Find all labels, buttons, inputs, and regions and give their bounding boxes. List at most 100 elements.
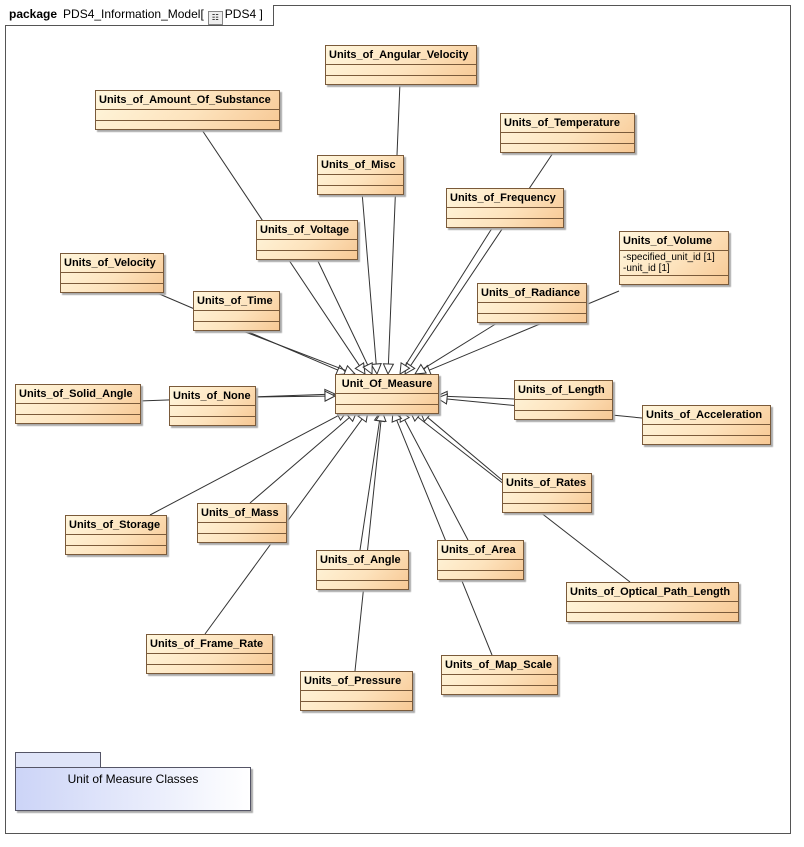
class-attributes: [318, 175, 403, 186]
class-attributes: [447, 208, 563, 219]
class-attributes: [16, 404, 140, 415]
class-unit-of-measure[interactable]: Unit_Of_Measure: [335, 374, 439, 414]
generalization-arrowhead-icon: [354, 362, 366, 375]
class-units-of-misc[interactable]: Units_of_Misc: [317, 155, 404, 195]
generalization-line[interactable]: [149, 415, 339, 516]
class-units-of-angle[interactable]: Units_of_Angle: [316, 550, 409, 590]
class-operations: [567, 613, 738, 621]
generalization-line[interactable]: [234, 327, 346, 371]
class-name: Units_of_Length: [515, 381, 612, 400]
generalization-line[interactable]: [354, 420, 382, 672]
class-units-of-rates[interactable]: Units_of_Rates: [502, 473, 592, 513]
class-name: Units_of_Mass: [198, 504, 286, 523]
generalization-line[interactable]: [446, 395, 515, 400]
class-units-of-length[interactable]: Units_of_Length: [514, 380, 613, 420]
class-operations: [147, 665, 272, 673]
class-attributes: [198, 523, 286, 534]
class-attributes: [326, 65, 476, 76]
generalization-line[interactable]: [396, 420, 493, 656]
class-units-of-optical-path-length[interactable]: Units_of_Optical_Path_Length: [566, 582, 739, 622]
class-name: Units_of_Frame_Rate: [147, 635, 272, 654]
generalization-line[interactable]: [410, 149, 556, 366]
class-units-of-area[interactable]: Units_of_Area: [437, 540, 524, 580]
class-name: Units_of_Temperature: [501, 114, 634, 133]
class-operations: [66, 546, 166, 554]
class-name: Units_of_Map_Scale: [442, 656, 557, 675]
class-operations: [438, 571, 523, 579]
header-ref: PDS4: [224, 7, 257, 21]
generalization-line[interactable]: [427, 417, 503, 481]
class-name: Units_of_Area: [438, 541, 523, 560]
class-attributes: [317, 570, 408, 581]
generalization-line[interactable]: [359, 420, 381, 551]
class-attributes: [257, 240, 357, 251]
class-units-of-temperature[interactable]: Units_of_Temperature: [500, 113, 635, 153]
class-name: Units_of_Frequency: [447, 189, 563, 208]
class-units-of-mass[interactable]: Units_of_Mass: [197, 503, 287, 543]
class-units-of-frequency[interactable]: Units_of_Frequency: [446, 188, 564, 228]
class-attributes: [567, 602, 738, 613]
class-name: Units_of_Acceleration: [643, 406, 770, 425]
generalization-line[interactable]: [404, 419, 469, 541]
generalization-arrowhead-icon: [435, 393, 449, 405]
generalization-arrowhead-icon: [370, 363, 382, 376]
class-units-of-radiance[interactable]: Units_of_Radiance: [477, 283, 587, 323]
class-operations: [61, 284, 163, 292]
class-units-of-map-scale[interactable]: Units_of_Map_Scale: [441, 655, 558, 695]
class-operations: [442, 686, 557, 694]
class-units-of-velocity[interactable]: Units_of_Velocity: [60, 253, 164, 293]
class-name: Units_of_None: [170, 387, 255, 406]
class-operations: [503, 504, 591, 512]
package-tab: [15, 752, 101, 767]
class-attributes: [336, 394, 438, 405]
class-operations: [478, 314, 586, 322]
class-name: Unit_Of_Measure: [336, 375, 438, 394]
class-attributes: [643, 425, 770, 436]
class-name: Units_of_Angle: [317, 551, 408, 570]
generalization-line[interactable]: [387, 81, 401, 365]
class-units-of-solid-angle[interactable]: Units_of_Solid_Angle: [15, 384, 141, 424]
class-attributes: -specified_unit_id [1]-unit_id [1]: [620, 251, 728, 276]
class-name: Units_of_Radiance: [478, 284, 586, 303]
class-operations: [501, 144, 634, 152]
class-operations: [643, 436, 770, 444]
header-package-name: PDS4_Information_Model: [63, 7, 201, 21]
generalization-arrowhead-icon: [414, 363, 427, 375]
class-units-of-pressure[interactable]: Units_of_Pressure: [300, 671, 413, 711]
header-bracket-open: [: [200, 7, 204, 21]
class-units-of-amount-of-substance[interactable]: Units_of_Amount_Of_Substance: [95, 90, 280, 130]
generalization-line[interactable]: [423, 319, 503, 370]
generalization-line[interactable]: [404, 224, 495, 366]
class-name: Units_of_Voltage: [257, 221, 357, 240]
package-unit-of-measure-classes[interactable]: Unit of Measure Classes: [15, 752, 251, 811]
class-attributes: [515, 400, 612, 411]
class-attributes: [501, 133, 634, 144]
class-name: Units_of_Volume: [620, 232, 728, 251]
class-attribute: -specified_unit_id [1]: [623, 252, 715, 263]
class-units-of-storage[interactable]: Units_of_Storage: [65, 515, 167, 555]
class-units-of-voltage[interactable]: Units_of_Voltage: [256, 220, 358, 260]
class-operations: [447, 219, 563, 227]
class-name: Units_of_Storage: [66, 516, 166, 535]
generalization-line[interactable]: [253, 395, 326, 398]
class-units-of-acceleration[interactable]: Units_of_Acceleration: [642, 405, 771, 445]
generalization-line[interactable]: [361, 191, 377, 365]
class-operations: [16, 415, 140, 423]
header-bracket-close: ]: [259, 7, 263, 21]
class-units-of-volume[interactable]: Units_of_Volume-specified_unit_id [1]-un…: [619, 231, 729, 285]
class-operations: [96, 121, 279, 129]
class-units-of-frame-rate[interactable]: Units_of_Frame_Rate: [146, 634, 273, 674]
generalization-line[interactable]: [315, 256, 369, 366]
class-units-of-angular-velocity[interactable]: Units_of_Angular_Velocity: [325, 45, 477, 85]
class-units-of-none[interactable]: Units_of_None: [169, 386, 256, 426]
class-attributes: [66, 535, 166, 546]
generalization-line[interactable]: [249, 417, 350, 504]
class-name: Units_of_Time: [194, 292, 279, 311]
generalization-line[interactable]: [429, 290, 620, 371]
class-units-of-time[interactable]: Units_of_Time: [193, 291, 280, 331]
class-attributes: [147, 654, 272, 665]
class-attributes: [96, 110, 279, 121]
class-attribute: -unit_id [1]: [623, 263, 670, 274]
